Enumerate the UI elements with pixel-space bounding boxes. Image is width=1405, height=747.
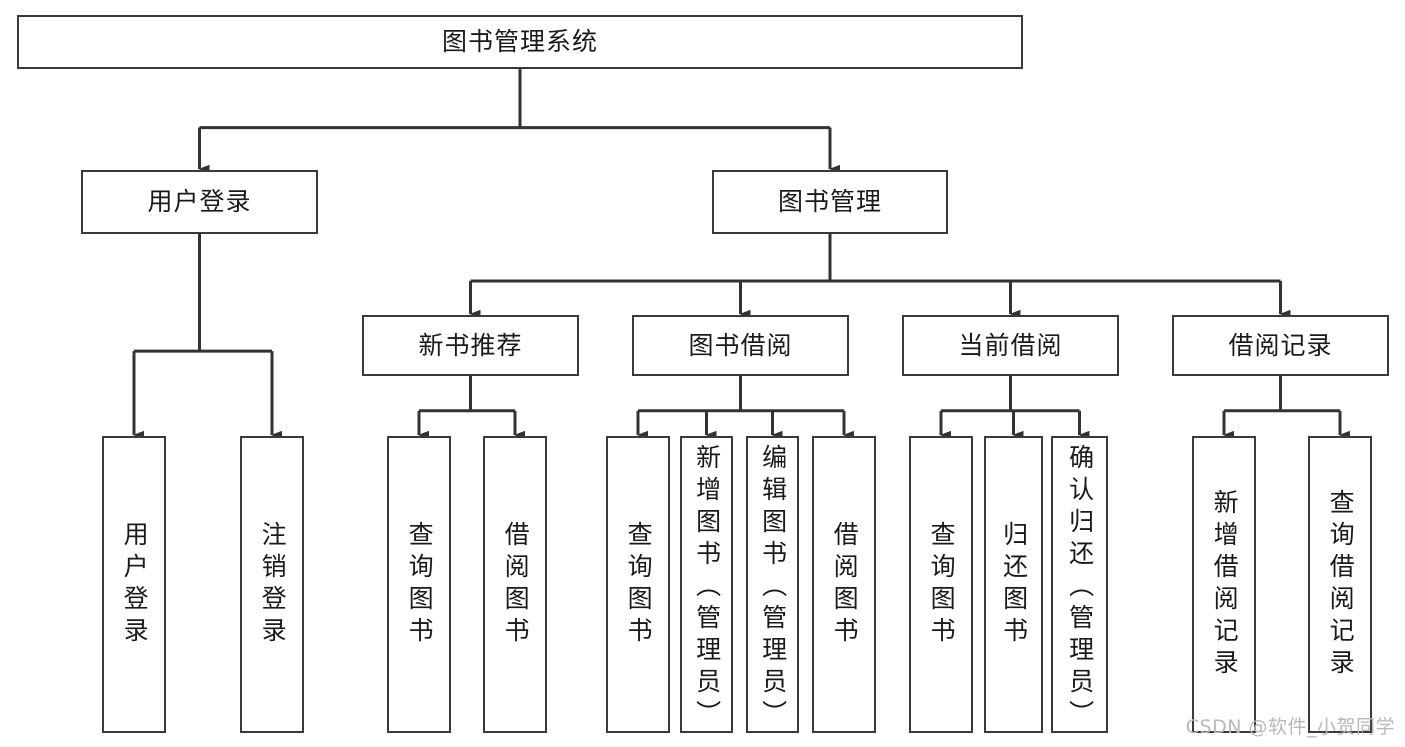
leaf-query-book-3[interactable]: 查询图书 [909,436,973,733]
leaf-edit-book-admin[interactable]: 编辑图书（管理员） [746,436,799,733]
node-label: 图书管理系统 [441,27,598,57]
node-label: 注销登录 [258,520,288,649]
node-label: 查询图书 [624,520,654,649]
leaf-return-book[interactable]: 归还图书 [984,436,1043,733]
node-label: 用户登录 [147,187,252,217]
leaf-query-book-2[interactable]: 查询图书 [606,436,670,733]
node-label: 归还图书 [999,520,1029,649]
leaf-user-login[interactable]: 用户登录 [102,436,166,733]
node-root-system[interactable]: 图书管理系统 [17,15,1023,69]
node-label: 图书管理 [777,187,882,217]
node-label: 编辑图书（管理员） [758,444,788,732]
node-label: 用户登录 [120,520,150,649]
node-label: 查询借阅记录 [1326,488,1356,681]
leaf-query-book-1[interactable]: 查询图书 [387,436,451,733]
node-borrowing-record[interactable]: 借阅记录 [1172,315,1389,376]
node-label: 查询图书 [927,520,957,649]
node-label: 当前借阅 [958,330,1063,360]
node-label: 图书借阅 [688,330,793,360]
node-current-borrowing[interactable]: 当前借阅 [902,315,1119,376]
node-label: 新增借阅记录 [1210,488,1240,681]
node-label: 借阅图书 [501,520,531,649]
node-label: 新增图书（管理员） [692,444,722,732]
csdn-watermark: CSDN @软件_小贺同学 [1185,716,1395,738]
node-label: 借阅记录 [1228,330,1333,360]
leaf-borrow-book-2[interactable]: 借阅图书 [812,436,876,733]
leaf-query-borrow-record[interactable]: 查询借阅记录 [1308,436,1372,733]
node-label: 查询图书 [405,520,435,649]
node-label: 新书推荐 [418,330,523,360]
node-user-login[interactable]: 用户登录 [81,170,318,234]
leaf-add-borrow-record[interactable]: 新增借阅记录 [1192,436,1256,733]
leaf-logout[interactable]: 注销登录 [240,436,304,733]
leaf-confirm-return-admin[interactable]: 确认归还（管理员） [1051,436,1108,733]
node-label: 借阅图书 [830,520,860,649]
leaf-borrow-book-1[interactable]: 借阅图书 [483,436,547,733]
node-book-management[interactable]: 图书管理 [712,170,948,234]
node-new-book-recommendation[interactable]: 新书推荐 [362,315,579,376]
node-book-borrowing[interactable]: 图书借阅 [632,315,849,376]
leaf-add-book-admin[interactable]: 新增图书（管理员） [680,436,733,733]
node-label: 确认归还（管理员） [1065,444,1095,732]
